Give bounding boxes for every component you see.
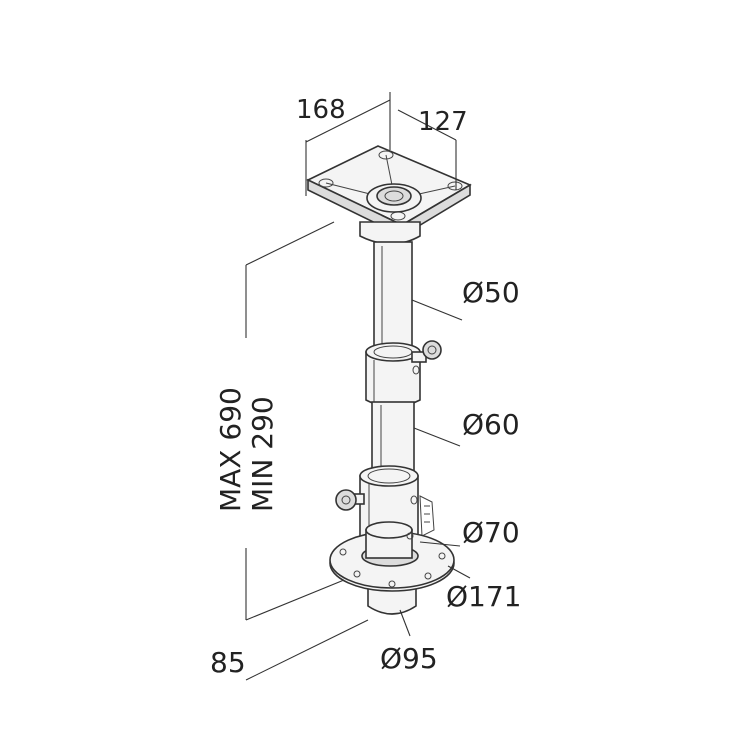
- lower-clamp-knob-icon: [335, 489, 418, 511]
- dim-height-max: MAX 690: [214, 387, 247, 512]
- dim-base-spigot: Ø95: [380, 642, 438, 675]
- upper-clamp-knob-icon: [411, 340, 442, 375]
- base-flange: [329, 521, 455, 615]
- upper-tube: [373, 241, 413, 358]
- dim-height-min: MIN 290: [246, 396, 279, 512]
- dim-top-depth: 127: [418, 107, 468, 137]
- dimension-lines: [245, 92, 471, 681]
- height-range-label: MAX 690 MIN 290: [214, 387, 279, 512]
- dim-top-width: 168: [296, 95, 346, 125]
- top-mounting-plate: [306, 145, 472, 245]
- dim-base-flange: Ø171: [446, 580, 521, 613]
- dim-middle-tube: Ø60: [462, 408, 520, 441]
- dim-lower-tube: Ø70: [462, 516, 520, 549]
- dim-upper-tube: Ø50: [462, 276, 520, 309]
- dim-base-height: 85: [210, 646, 246, 679]
